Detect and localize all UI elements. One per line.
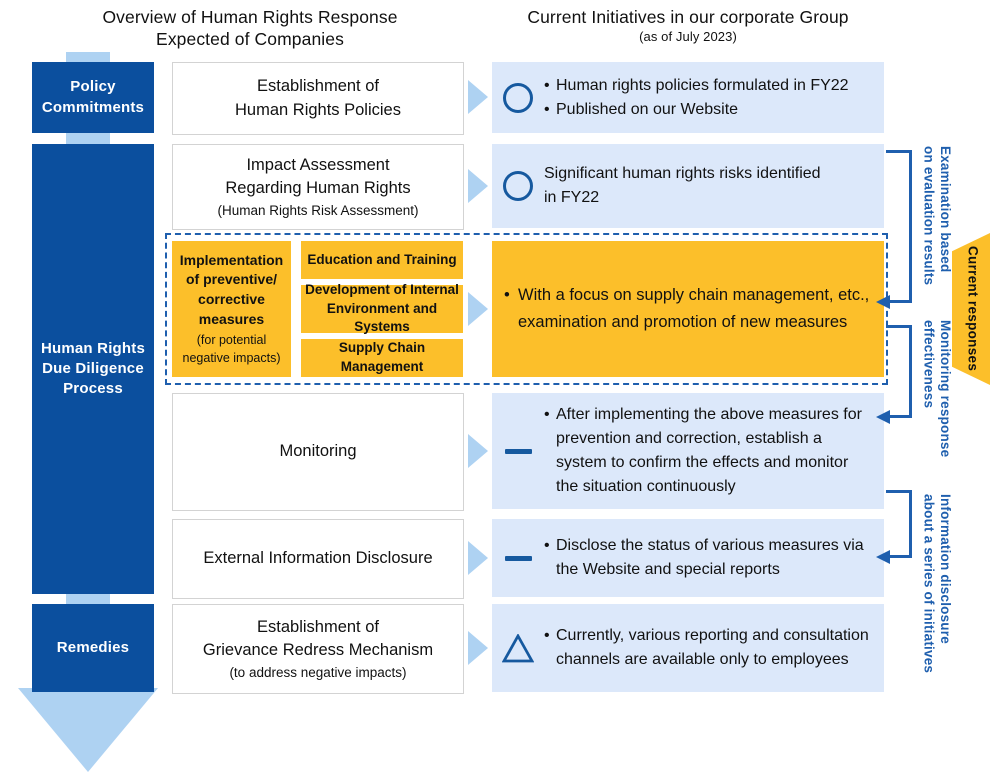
- vertical-label-examination: Examination based on evaluation results: [921, 146, 953, 286]
- result-box-monitoring[interactable]: After implementing the above measures fo…: [492, 393, 884, 509]
- current-responses-arrow: Current responses: [952, 233, 990, 385]
- arrowhead-monitoring-icon: [876, 410, 890, 424]
- arrowhead-disclosure-icon: [876, 550, 890, 564]
- result-bullet: Disclose the status of various measures …: [544, 534, 872, 582]
- result-box-impact[interactable]: Significant human rights risks identifie…: [492, 144, 884, 228]
- middle-box-grievance-text: Establishment of Grievance Redress Mecha…: [202, 618, 434, 660]
- dash-icon: [504, 555, 532, 561]
- status-mark-disclosure: [492, 555, 544, 561]
- middle-box-impact-text: Impact Assessment Regarding Human Rights: [225, 156, 411, 198]
- middle-box-impact-assessment[interactable]: Impact Assessment Regarding Human Rights…: [172, 144, 464, 230]
- stage-policy-commitments[interactable]: Policy Commitments: [32, 62, 154, 133]
- middle-box-disclosure-text: External Information Disclosure: [203, 549, 433, 568]
- row-arrow-remedies-icon: [468, 631, 488, 665]
- result-text-monitoring: After implementing the above measures fo…: [544, 403, 884, 499]
- left-title-line1: Overview of Human Rights Response: [102, 7, 398, 27]
- orange-impl-title: Implementation of preventive/ corrective…: [179, 251, 284, 327]
- orange-box-implementation[interactable]: Implementation of preventive/ corrective…: [172, 241, 291, 377]
- stage-policy-label: Policy Commitments: [41, 78, 145, 116]
- result-text-impact: Significant human rights risks identifie…: [544, 162, 884, 210]
- result-bullet: Human rights policies formulated in FY22: [544, 74, 849, 98]
- row-arrow-disclosure-icon: [468, 541, 488, 575]
- orange-result-text: With a focus on supply chain management,…: [492, 282, 884, 336]
- status-mark-monitoring: [492, 448, 544, 454]
- left-title-line2: Expected of Companies: [156, 29, 344, 50]
- result-bullet: Currently, various reporting and consult…: [544, 624, 872, 672]
- right-title-subtitle: (as of July 2023): [639, 29, 737, 45]
- row-arrow-policy-icon: [468, 80, 488, 114]
- orange-box-internal-environment[interactable]: Development of Internal Environment and …: [301, 282, 463, 334]
- result-bullet: Published on our Website: [544, 98, 849, 122]
- middle-box-impact-note: (Human Rights Risk Assessment): [217, 202, 419, 218]
- result-text-disclosure: Disclose the status of various measures …: [544, 534, 884, 582]
- left-column-title: Overview of Human Rights Response Expect…: [60, 6, 440, 51]
- right-title-main: Current Initiatives in our corporate Gro…: [527, 7, 849, 27]
- result-text-policy: Human rights policies formulated in FY22…: [544, 74, 857, 122]
- middle-box-policy[interactable]: Establishment of Human Rights Policies: [172, 62, 464, 135]
- stage-hrdd-label: Human Rights Due Diligence Process: [40, 339, 146, 398]
- triangle-icon: [502, 633, 534, 662]
- result-bullet: After implementing the above measures fo…: [544, 403, 872, 499]
- stage-remedies-label: Remedies: [56, 638, 130, 656]
- dash-icon: [504, 448, 532, 454]
- middle-box-external-disclosure[interactable]: External Information Disclosure: [172, 519, 464, 599]
- orange-sub-label: Supply Chain Management: [338, 340, 426, 374]
- result-bullet: Significant human rights risks identifie…: [544, 165, 821, 206]
- vertical-label-information-disclosure: Information disclosure about a series of…: [921, 494, 953, 674]
- vertical-label-monitoring: Monitoring response effectiveness: [921, 320, 953, 458]
- middle-box-grievance-note: (to address negative impacts): [229, 664, 407, 680]
- due-diligence-highlight-border: [165, 233, 888, 385]
- middle-box-policy-text: Establishment of Human Rights Policies: [235, 77, 401, 119]
- current-responses-label: Current responses: [965, 246, 981, 372]
- orange-sub-label: Development of Internal Environment and …: [305, 281, 459, 335]
- stage-remedies[interactable]: Remedies: [32, 604, 154, 692]
- row-arrow-impact-icon: [468, 169, 488, 203]
- arrowhead-examination-icon: [876, 295, 890, 309]
- result-box-remedies[interactable]: Currently, various reporting and consult…: [492, 604, 884, 692]
- orange-result-box[interactable]: With a focus on supply chain management,…: [492, 241, 884, 377]
- status-mark-remedies: [492, 633, 544, 663]
- circle-icon: [503, 171, 533, 201]
- middle-box-monitoring-text: Monitoring: [279, 442, 357, 461]
- right-column-title: Current Initiatives in our corporate Gro…: [492, 6, 884, 46]
- orange-box-supply-chain-management[interactable]: Supply Chain Management: [301, 339, 463, 377]
- status-mark-policy: [492, 82, 544, 113]
- flow-arrow-head: [18, 688, 158, 772]
- circle-icon: [503, 82, 533, 113]
- row-arrow-monitoring-icon: [468, 434, 488, 468]
- result-box-disclosure[interactable]: Disclose the status of various measures …: [492, 519, 884, 597]
- result-box-policy[interactable]: Human rights policies formulated in FY22…: [492, 62, 884, 133]
- middle-box-grievance-mechanism[interactable]: Establishment of Grievance Redress Mecha…: [172, 604, 464, 694]
- orange-box-education-training[interactable]: Education and Training: [301, 241, 463, 279]
- status-mark-impact: [492, 171, 544, 201]
- middle-box-monitoring[interactable]: Monitoring: [172, 393, 464, 511]
- result-text-remedies: Currently, various reporting and consult…: [544, 624, 884, 672]
- stage-human-rights-due-diligence[interactable]: Human Rights Due Diligence Process: [32, 144, 154, 594]
- orange-sub-label: Education and Training: [307, 251, 457, 267]
- orange-impl-note: (for potential negative impacts): [182, 333, 281, 365]
